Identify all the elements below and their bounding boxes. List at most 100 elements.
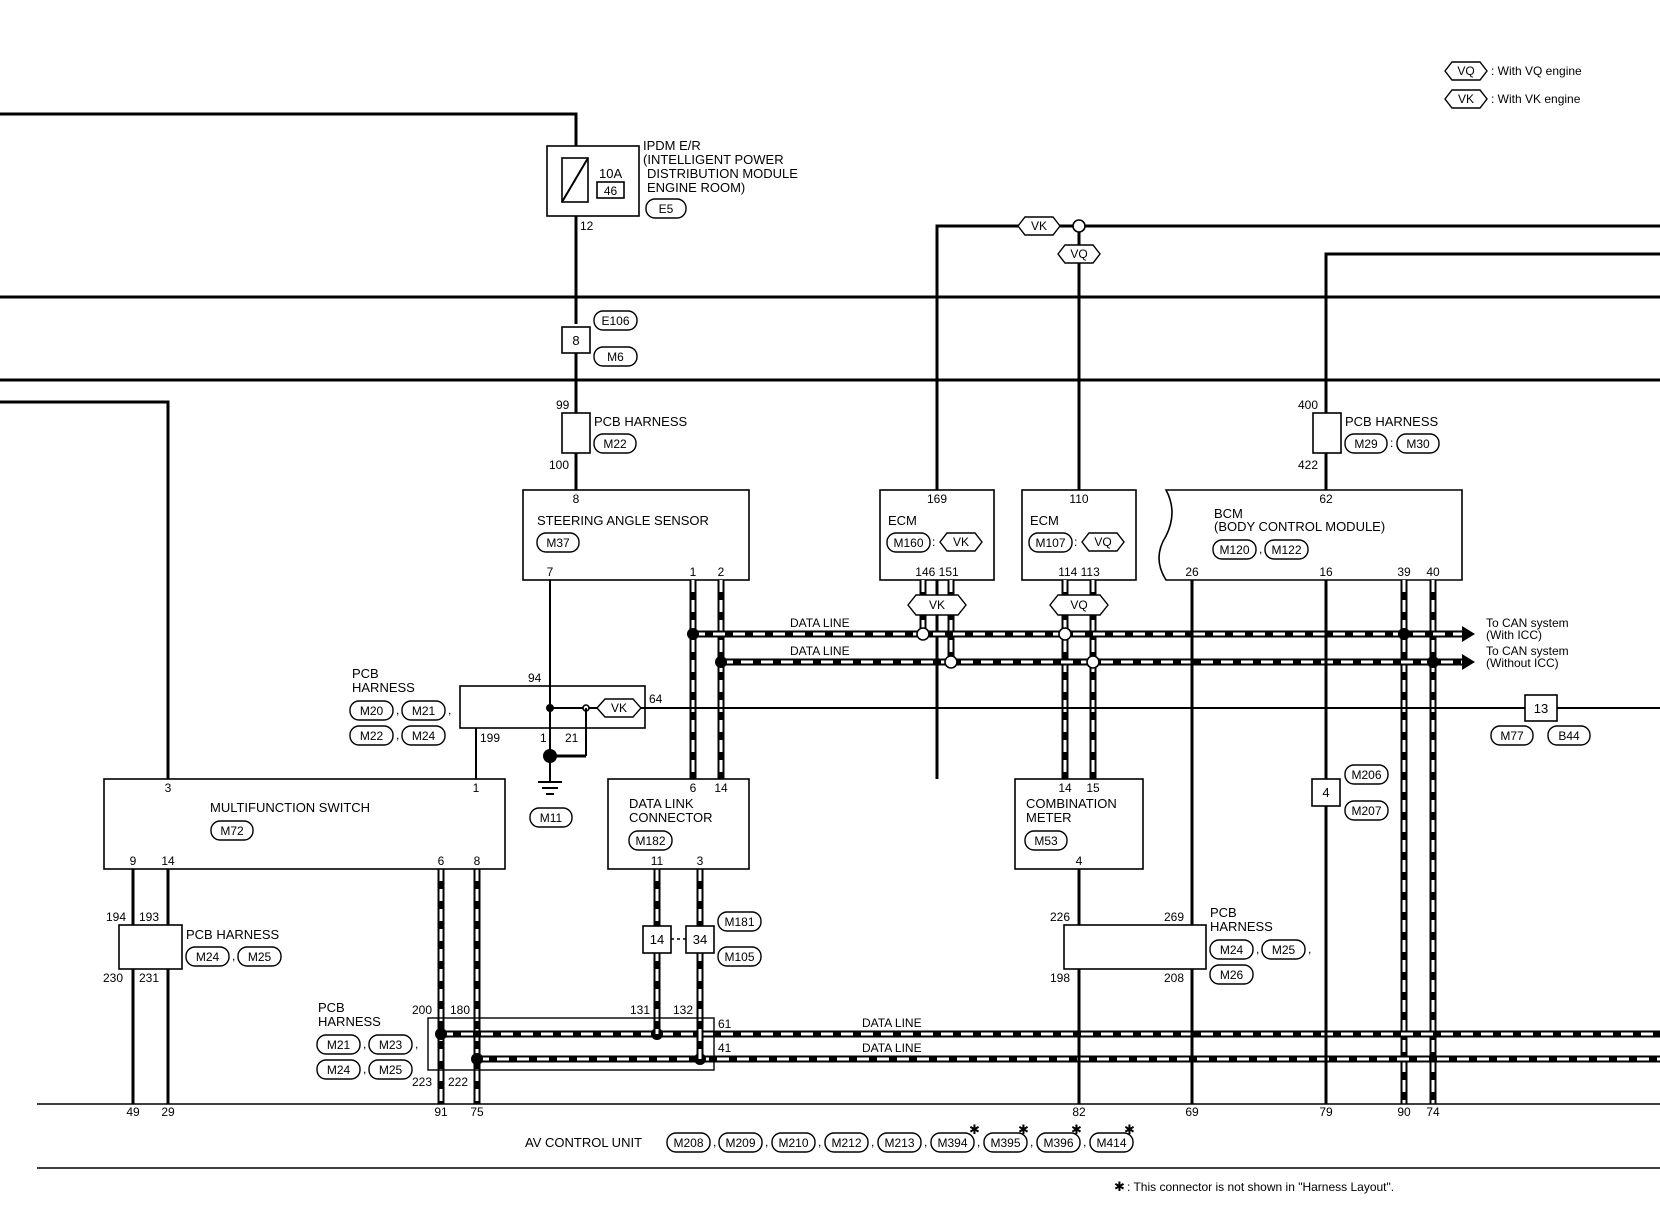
ecm-vk: 169 ECM M160 : VK 146 151 [879, 489, 995, 581]
ecm-vk-pin-169: 169 [927, 492, 947, 506]
av-pin-29: 29 [161, 1105, 175, 1119]
connector-m107 [1028, 532, 1073, 553]
connector-m72 [210, 820, 254, 841]
pin-100: 100 [549, 458, 569, 472]
pcb-bottom-box [427, 1017, 715, 1071]
av-control-unit: 49 29 91 75 82 69 79 90 74 AV CONTROL UN… [37, 1103, 1660, 1169]
connector-b44 [1547, 725, 1591, 746]
pin-200: 200 [412, 1003, 432, 1017]
pcb-harness-bottom: PCB HARNESS M21 , M23 , M24 , M25 200 18… [316, 1000, 732, 1089]
dlc-pin-3: 3 [697, 854, 704, 868]
connector-m22-mid-label: M22 [360, 729, 384, 743]
ecm-vq-tag [1081, 532, 1125, 552]
svg-text:,: , [232, 949, 235, 963]
vk-legend-text: : With VK engine [1491, 92, 1581, 106]
pin-231: 231 [139, 971, 159, 985]
svg-text:,: , [977, 1135, 980, 1149]
mfs-pin-9: 9 [130, 854, 137, 868]
av-label: AV CONTROL UNIT [525, 1135, 642, 1150]
connector-m29-label: M29 [1354, 437, 1378, 451]
connector-m11-label: M11 [540, 811, 563, 825]
dlc-pin-6: 6 [690, 781, 697, 795]
connector-m394-label: M394 [937, 1136, 967, 1150]
dlc-pin-11: 11 [651, 854, 664, 868]
pin-223: 223 [412, 1075, 432, 1089]
joint-14-label: 14 [650, 932, 664, 947]
connector-m414 [1089, 1132, 1134, 1153]
sas-pin-1: 1 [690, 565, 697, 579]
av-pin-82: 82 [1072, 1105, 1086, 1119]
connector-m30 [1396, 433, 1440, 454]
ecm-vq-name: ECM [1030, 513, 1059, 528]
ecm-vq-tag-text: VQ [1094, 535, 1111, 549]
connector-m24-lr-label: M24 [1220, 943, 1244, 957]
sas-name: STEERING ANGLE SENSOR [537, 513, 709, 528]
connector-m22-mid [349, 725, 394, 746]
pin-230: 230 [103, 971, 123, 985]
connector-m122 [1264, 539, 1309, 560]
sas-pin-7: 7 [547, 565, 554, 579]
ecm-vk-tag [939, 532, 983, 552]
pin-41: 41 [718, 1041, 732, 1055]
connector-m414-label: M414 [1096, 1136, 1126, 1150]
connector-m207 [1344, 800, 1389, 821]
joint-4-label: 4 [1322, 785, 1329, 800]
meter-name-2: METER [1026, 810, 1072, 825]
pin-1-mid: 1 [540, 731, 547, 745]
asterisk-m394: ✱ [969, 1122, 980, 1137]
bcm-subtitle: (BODY CONTROL MODULE) [1214, 519, 1385, 534]
can-vk-tag [907, 594, 967, 616]
joint-14-34: 14 34 M181 M105 [642, 911, 762, 967]
pin-198: 198 [1050, 971, 1070, 985]
connector-m21-b [316, 1034, 361, 1055]
connector-m25-lr [1261, 939, 1306, 960]
asterisk-m396: ✱ [1071, 1122, 1082, 1137]
svg-text:,: , [1083, 1135, 1086, 1149]
connector-m24-lr [1209, 939, 1254, 960]
connector-m107-label: M107 [1035, 536, 1065, 550]
svg-text:,: , [818, 1135, 821, 1149]
meter-pin-14: 14 [1058, 781, 1072, 795]
connector-m122-label: M122 [1271, 543, 1301, 557]
vq-legend-tag-text: VQ [1457, 64, 1474, 78]
connector-m120 [1212, 539, 1257, 560]
connector-m77 [1490, 725, 1534, 746]
pin-21: 21 [565, 731, 579, 745]
av-pin-74: 74 [1426, 1105, 1440, 1119]
pin-226: 226 [1050, 910, 1070, 924]
top-vq-tag [1057, 244, 1101, 264]
connector-b44-label: B44 [1558, 729, 1580, 743]
joint-4: 4 M206 M207 [1190, 580, 1389, 1104]
connector-m25-ll-label: M25 [248, 950, 272, 964]
meter-name: COMBINATION [1026, 796, 1117, 811]
connector-m25-b [368, 1059, 413, 1080]
pcb-m22-box [561, 412, 591, 454]
pcb-mid-label-2: HARNESS [352, 680, 415, 695]
pin-222: 222 [448, 1075, 468, 1089]
joint-34-box [685, 925, 715, 954]
pin-199: 199 [480, 731, 500, 745]
connector-m395-label: M395 [990, 1136, 1020, 1150]
svg-text:,: , [415, 1037, 418, 1051]
bcm-pin-39: 39 [1397, 565, 1411, 579]
fuse-number: 46 [604, 184, 618, 198]
steering-angle-sensor: 8 STEERING ANGLE SENSOR M37 7 1 2 [522, 489, 750, 581]
multifunction-switch: 3 1 MULTIFUNCTION SWITCH M72 9 14 6 8 [103, 778, 506, 1104]
ecm-vq-pin-110: 110 [1069, 492, 1088, 506]
mfs-name: MULTIFUNCTION SWITCH [210, 800, 370, 815]
connector-m20 [349, 700, 394, 721]
connector-e106 [593, 310, 638, 331]
pcb-lower-right-box [1063, 924, 1207, 970]
vq-legend-tag [1444, 61, 1488, 81]
connector-m30-label: M30 [1406, 437, 1430, 451]
connector-m22 [593, 433, 637, 454]
connector-m210-label: M210 [778, 1136, 808, 1150]
joint-34-label: 34 [693, 932, 707, 947]
connector-m206 [1344, 764, 1389, 785]
connector-m24-mid-label: M24 [412, 729, 436, 743]
pcb-harness-mid: PCB HARNESS M20 , M21 , M22 , M24 94 64 … [349, 580, 1660, 828]
mfs-pin-14: 14 [161, 854, 175, 868]
connector-m160-label: M160 [893, 536, 923, 550]
data-line-label-1: DATA LINE [790, 616, 850, 630]
connector-m396 [1036, 1132, 1081, 1153]
